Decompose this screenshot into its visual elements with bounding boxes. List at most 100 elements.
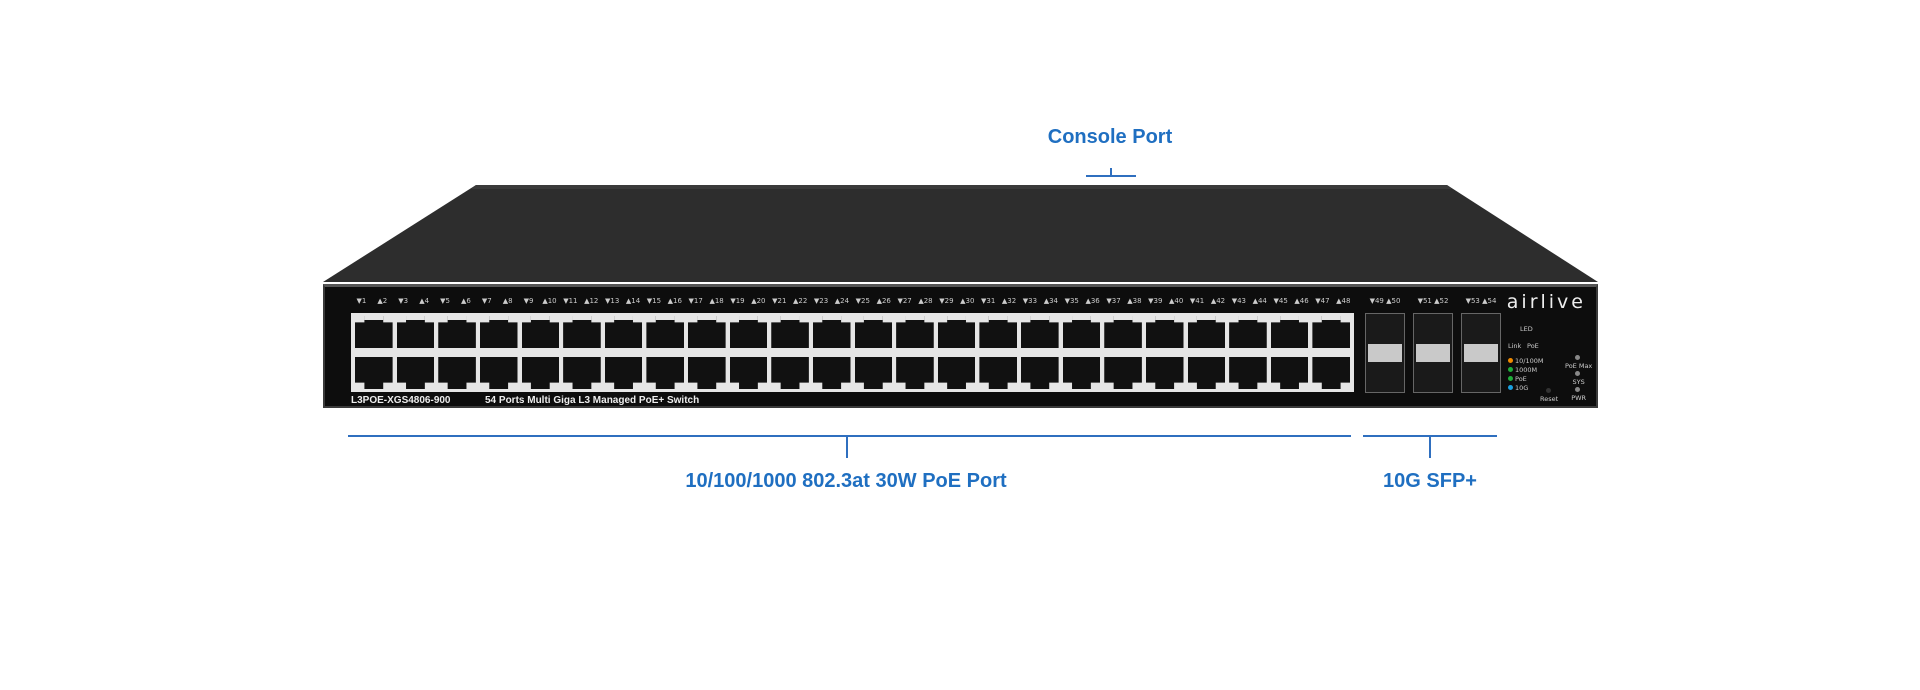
sfp-cage[interactable] (1413, 313, 1453, 393)
rj45-port[interactable] (1312, 316, 1350, 348)
status-leds: PoE Max SYS PWR (1565, 354, 1592, 402)
rj45-port[interactable] (937, 357, 976, 389)
port-label: ▲42 (1210, 297, 1226, 305)
rj45-port[interactable] (688, 316, 726, 348)
rj45-port[interactable] (979, 357, 1017, 389)
port-label: ▲14 (625, 297, 641, 305)
rj45-port[interactable] (396, 316, 435, 348)
rj45-port[interactable] (604, 316, 643, 348)
port-column (686, 316, 728, 389)
sfp-cage[interactable] (1365, 313, 1405, 393)
rj45-port[interactable] (729, 316, 768, 348)
port-label: ▲16 (667, 297, 682, 305)
rj45-port[interactable] (355, 316, 393, 348)
rj45-port[interactable] (937, 316, 976, 348)
poe-callout-tick (846, 436, 848, 458)
rj45-port[interactable] (812, 316, 851, 348)
rj45-port[interactable] (1062, 316, 1101, 348)
rj45-port[interactable] (854, 316, 893, 348)
rj45-port[interactable] (1187, 357, 1226, 389)
blue-led-icon (1508, 385, 1513, 390)
rj45-port[interactable] (521, 357, 560, 389)
rj45-port[interactable] (438, 357, 476, 389)
reset-button[interactable]: Reset (1540, 387, 1558, 403)
port-label: ▼37 (1106, 297, 1121, 305)
rj45-port[interactable] (1021, 357, 1059, 389)
rj45-port[interactable] (646, 316, 684, 348)
port-label: ▼41 (1189, 297, 1205, 305)
rj45-port[interactable] (479, 357, 518, 389)
port-column (811, 316, 853, 389)
rj45-port[interactable] (1270, 316, 1309, 348)
rj45-port[interactable] (563, 357, 601, 389)
model-label: L3POE-XGS4806-900 (351, 395, 451, 406)
green-led-icon (1508, 376, 1513, 381)
led-icon (1575, 387, 1581, 392)
port-column (1310, 316, 1352, 389)
rj45-port[interactable] (1021, 316, 1059, 348)
rj45-port[interactable] (771, 316, 809, 348)
port-label: ▲6 (460, 297, 471, 305)
port-label: ▲34 (1043, 297, 1058, 305)
rj45-port[interactable] (604, 357, 643, 389)
port-label: ▲30 (960, 297, 975, 305)
poe-callout-line (348, 435, 1351, 437)
rj45-port[interactable] (1145, 357, 1184, 389)
sfp-label: ▼51 ▲52 (1417, 297, 1449, 305)
rj45-port[interactable] (729, 357, 768, 389)
rj45-port[interactable] (1270, 357, 1309, 389)
sfp-cage[interactable] (1461, 313, 1501, 393)
port-label: ▲22 (793, 297, 808, 305)
rj45-port[interactable] (1312, 357, 1350, 389)
rj45-port[interactable] (1229, 316, 1267, 348)
port-column (977, 316, 1019, 389)
port-label: ▲28 (918, 297, 933, 305)
rj45-port[interactable] (563, 316, 601, 348)
rj45-port[interactable] (1229, 357, 1267, 389)
led-poe-label: PoE (1527, 342, 1539, 350)
port-column (561, 316, 603, 389)
green-led-icon (1508, 367, 1513, 372)
rj45-port-block (351, 313, 1354, 392)
port-label: ▼45 (1273, 297, 1288, 305)
port-label: ▼29 (939, 297, 954, 305)
rj45-port[interactable] (979, 316, 1017, 348)
rj45-port[interactable] (771, 357, 809, 389)
port-column (728, 316, 770, 389)
rj45-port[interactable] (646, 357, 684, 389)
rj45-port[interactable] (1104, 357, 1142, 389)
airlive-logo: airlive (1506, 291, 1586, 313)
rj45-port[interactable] (1062, 357, 1101, 389)
rj45-port[interactable] (438, 316, 476, 348)
port-column (936, 316, 978, 389)
port-column (353, 316, 395, 389)
port-column (1102, 316, 1144, 389)
port-label: ▼7 (481, 297, 492, 305)
port-column (1061, 316, 1103, 389)
rj45-port[interactable] (688, 357, 726, 389)
port-label: ▼11 (563, 297, 578, 305)
rj45-port[interactable] (479, 316, 518, 348)
rj45-port[interactable] (521, 316, 560, 348)
port-column (1186, 316, 1228, 389)
status-label: PoE Max (1565, 362, 1593, 370)
port-label: ▼27 (897, 297, 912, 305)
rj45-port[interactable] (896, 316, 934, 348)
port-label: ▲2 (377, 297, 388, 305)
rj45-port[interactable] (854, 357, 893, 389)
port-column (603, 316, 645, 389)
port-label: ▼19 (730, 297, 745, 305)
rj45-port[interactable] (396, 357, 435, 389)
rj45-port[interactable] (812, 357, 851, 389)
port-label: ▲20 (751, 297, 766, 305)
rj45-port[interactable] (355, 357, 393, 389)
rj45-port[interactable] (1145, 316, 1184, 348)
port-column (395, 316, 437, 389)
port-label: ▲4 (419, 297, 430, 305)
rj45-port[interactable] (1104, 316, 1142, 348)
rj45-port[interactable] (1187, 316, 1226, 348)
console-callout-line (1086, 175, 1136, 177)
port-labels: ▼1▲2▼3▲4▼5▲6▼7▲8▼9▲10▼11▲12▼13▲14▼15▲16▼… (351, 297, 1354, 305)
rj45-port[interactable] (896, 357, 934, 389)
